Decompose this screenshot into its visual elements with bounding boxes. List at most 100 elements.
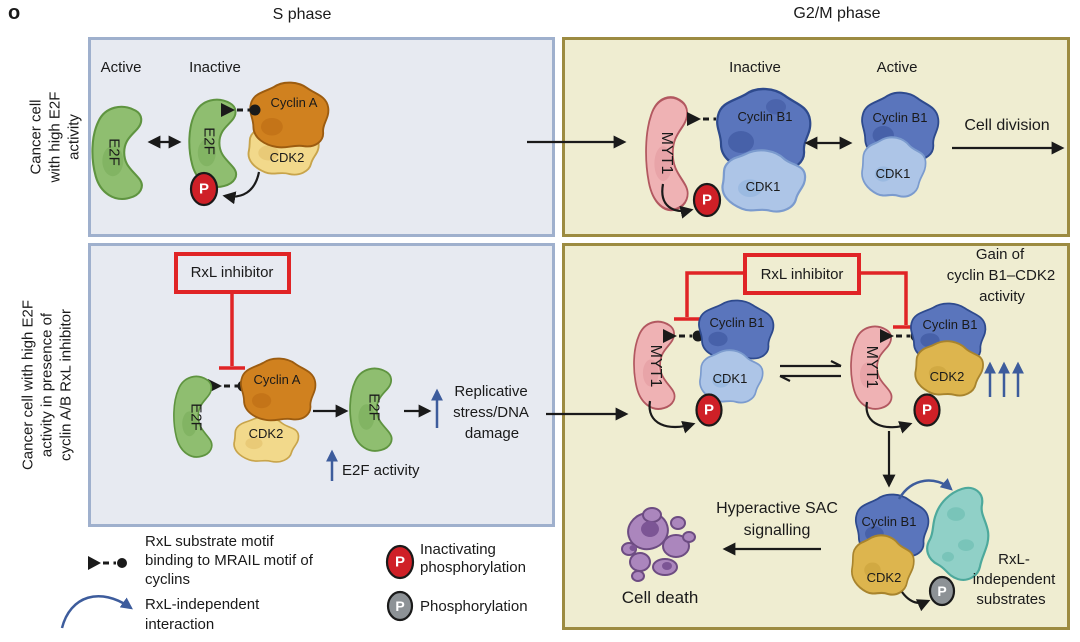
equilibrium-harpoons xyxy=(779,360,842,382)
kinase-phospho-arrow xyxy=(648,400,696,434)
s-phase-header: S phase xyxy=(272,6,332,23)
phospho-letter: P xyxy=(937,583,947,599)
cdk1-active-blob xyxy=(861,136,927,198)
replicative-stress-label: stress/DNA xyxy=(453,404,529,421)
e2f-free-blob xyxy=(349,367,393,452)
phospho-letter: P xyxy=(921,401,933,419)
e2f-active-blob xyxy=(91,105,143,200)
cdk2-gold-blob xyxy=(851,534,915,596)
state-label-inactive: Inactive xyxy=(189,59,241,76)
e2f-label: E2F xyxy=(200,127,218,155)
cyclin-a-label: Cyclin A xyxy=(270,95,318,110)
cdk2-label: CDK2 xyxy=(929,369,965,384)
phospho-letter: P xyxy=(198,180,210,198)
hyperactive-sac-label: Hyperactive SAC xyxy=(716,500,838,517)
cdk1-label: CDK1 xyxy=(745,179,781,194)
e2f-inactive-blob xyxy=(188,98,238,188)
kinase-phospho-arrow xyxy=(222,171,261,205)
myt1-blob xyxy=(645,96,689,212)
activity-increase-arrows xyxy=(984,361,1024,397)
replicative-stress-label: damage xyxy=(464,425,520,442)
state-label-active: Active xyxy=(876,59,918,76)
myt1-blob xyxy=(633,320,676,410)
rxl-motif-connector-icon xyxy=(88,556,127,570)
kinase-phospho-arrow xyxy=(901,591,931,612)
cyclin-b1-label: Cyclin B1 xyxy=(709,315,765,330)
legend-phosphorylation-label: Phosphorylation xyxy=(420,598,528,615)
cdk1-blob xyxy=(699,349,764,404)
legend-rxl-motif-label: cyclins xyxy=(145,571,191,588)
rxl-motif-connector-icon xyxy=(221,103,261,117)
inhibition-line xyxy=(859,271,908,325)
rxl-independent-interaction-icon xyxy=(60,594,133,629)
gain-activity-label: cyclin B1–CDK2 xyxy=(946,267,1056,284)
cdk2-blob xyxy=(233,416,300,463)
cyclin-b1-blob xyxy=(698,299,775,361)
cyclin-a-blob xyxy=(240,357,317,422)
phospho-letter: P xyxy=(703,401,715,419)
e2f-bound-blob xyxy=(173,375,213,458)
cyclin-a-label: Cyclin A xyxy=(253,372,301,387)
cyclin-a-blob xyxy=(249,81,330,149)
myt1-label: MYT1 xyxy=(647,344,664,388)
cyclin-b1-label: Cyclin B1 xyxy=(861,514,917,529)
myt1-label: MYT1 xyxy=(658,131,675,175)
phospho-badge xyxy=(928,575,956,607)
e2f-label: E2F xyxy=(187,403,205,431)
rxl-independent-substrate-blob xyxy=(926,486,990,581)
legend-inactivating-label: phosphorylation xyxy=(420,559,526,576)
rxl-inhibitor-label: RxL inhibitor xyxy=(190,264,274,281)
legend-rxl-motif-label: RxL substrate motif xyxy=(145,533,274,550)
rxl-independent-substrates-label: substrates xyxy=(976,591,1046,608)
row-label-bottom: Cancer cell with high E2F activity in pr… xyxy=(19,299,75,471)
row-label-top: Cancer cell with high E2F activity xyxy=(27,91,83,183)
cell-death-blobs xyxy=(621,507,696,582)
phospho-letter: P xyxy=(701,191,713,209)
cyclin-b1-label: Cyclin B1 xyxy=(737,109,793,124)
g2m-phase-header: G2/M phase xyxy=(793,5,881,22)
e2f-activity-label: E2F activity xyxy=(342,462,420,479)
e2f-label: E2F xyxy=(105,138,123,166)
phospho-letter: P xyxy=(394,553,406,571)
cyclin-b1-label: Cyclin B1 xyxy=(872,110,928,125)
inactivating-phospho-badge xyxy=(913,393,941,427)
phospho-legend-icon xyxy=(386,590,414,622)
cdk2-label: CDK2 xyxy=(269,150,305,165)
cyclin-b1-label: Cyclin B1 xyxy=(922,317,978,332)
rxl-motif-connector-icon xyxy=(663,329,704,343)
myt1-label: MYT1 xyxy=(863,345,880,389)
legend-rxl-independent-label: interaction xyxy=(145,616,215,633)
kinase-phospho-arrow xyxy=(865,401,913,434)
cell-division-label: Cell division xyxy=(964,117,1050,134)
cell-death-label: Cell death xyxy=(621,588,699,607)
inactivating-phospho-badge xyxy=(189,171,219,207)
cdk1-inactive-blob xyxy=(721,149,807,213)
myt1-blob xyxy=(850,325,893,410)
legend-rxl-independent-label: RxL-independent xyxy=(145,596,260,613)
legend-inactivating-label: Inactivating xyxy=(420,541,496,558)
inactivating-phospho-badge xyxy=(692,182,722,218)
cdk1-label: CDK1 xyxy=(712,371,748,386)
legend-rxl-motif-label: binding to MRAIL motif of xyxy=(145,552,313,569)
rxl-independent-substrates-label: independent xyxy=(972,571,1056,588)
panel-s-phase-bottom xyxy=(88,243,555,527)
replicative-stress-label: Replicative xyxy=(454,383,528,400)
inactivating-phospho-badge xyxy=(695,393,723,427)
cdk1-label: CDK1 xyxy=(875,166,911,181)
inhibition-line xyxy=(685,271,745,317)
gain-activity-label: activity xyxy=(979,288,1025,305)
figure-panel-letter: o xyxy=(8,2,21,24)
rxl-independent-substrates-label: RxL- xyxy=(998,551,1030,568)
rxl-independent-interaction-arrow xyxy=(897,478,953,500)
state-label-active: Active xyxy=(100,59,142,76)
cdk2-label: CDK2 xyxy=(866,570,902,585)
hyperactive-sac-label: signalling xyxy=(743,522,811,539)
kinase-phospho-arrow xyxy=(661,183,694,219)
phospho-letter: P xyxy=(395,598,405,614)
rxl-inhibitor-label: RxL inhibitor xyxy=(760,266,844,283)
cdk2-label: CDK2 xyxy=(248,426,284,441)
inactivating-phospho-legend-icon xyxy=(385,544,415,580)
gain-activity-label: Gain of xyxy=(975,246,1025,263)
